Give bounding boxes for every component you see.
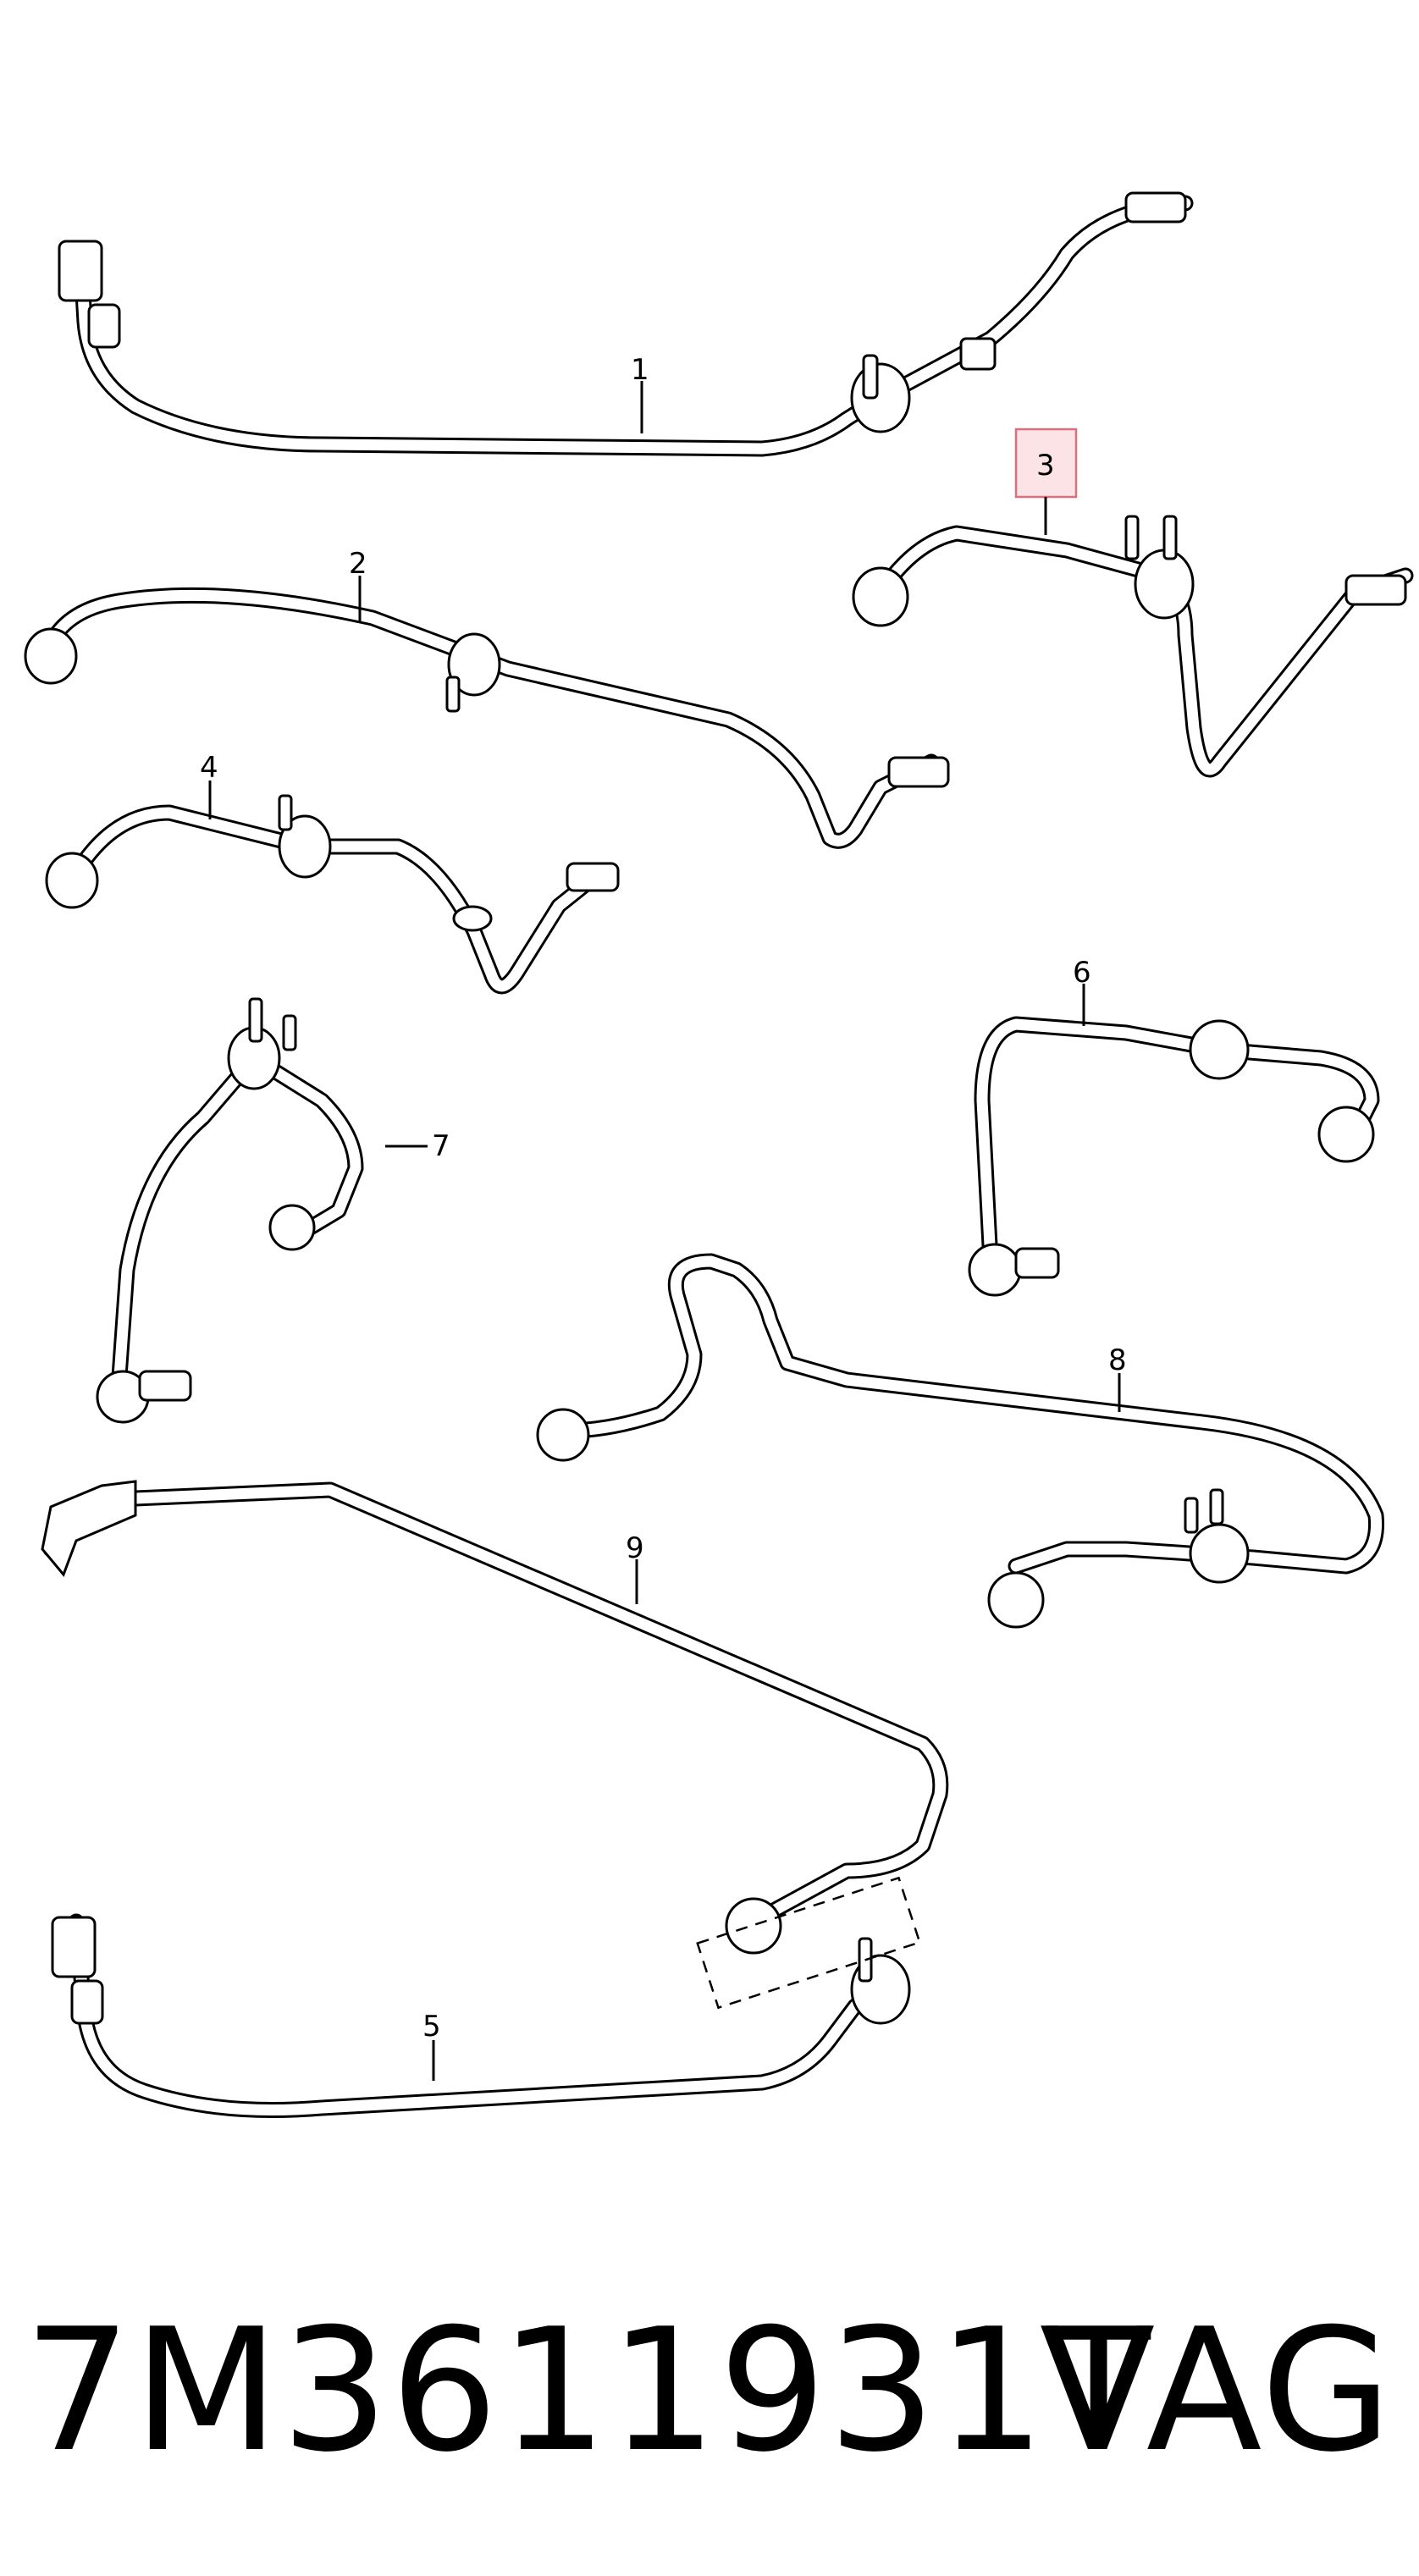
callout-5[interactable]: 5 — [422, 2010, 441, 2044]
callout-7[interactable]: 7 — [432, 1129, 450, 1163]
callout-9[interactable]: 9 — [626, 1531, 644, 1565]
callout-4[interactable]: 4 — [200, 751, 218, 785]
part-7-line[interactable] — [96, 997, 364, 1424]
brand-name: VAG — [1039, 2292, 1394, 2490]
connection-dashed-box — [696, 1876, 921, 2010]
callout-1[interactable]: 1 — [631, 353, 649, 387]
part-2-line[interactable] — [24, 587, 950, 849]
part-1-line[interactable] — [58, 191, 1194, 457]
part-number: 7M3611931T — [24, 2292, 1152, 2490]
hose-assembly-diagram: 1 2 3 4 — [24, 191, 1414, 2118]
part-5-line[interactable] — [51, 1913, 911, 2118]
callout-8[interactable]: 8 — [1108, 1343, 1127, 1377]
part-9-line[interactable] — [41, 1480, 949, 1955]
part-3-line[interactable] — [852, 515, 1414, 778]
callout-3-highlight — [1014, 427, 1078, 499]
callout-6[interactable]: 6 — [1073, 956, 1091, 990]
part-6-line[interactable] — [968, 1016, 1380, 1297]
part-8-line[interactable] — [536, 1253, 1385, 1629]
callout-2[interactable]: 2 — [349, 547, 367, 581]
part-4-line[interactable] — [45, 794, 620, 995]
callout-3[interactable]: 3 — [1036, 449, 1055, 483]
